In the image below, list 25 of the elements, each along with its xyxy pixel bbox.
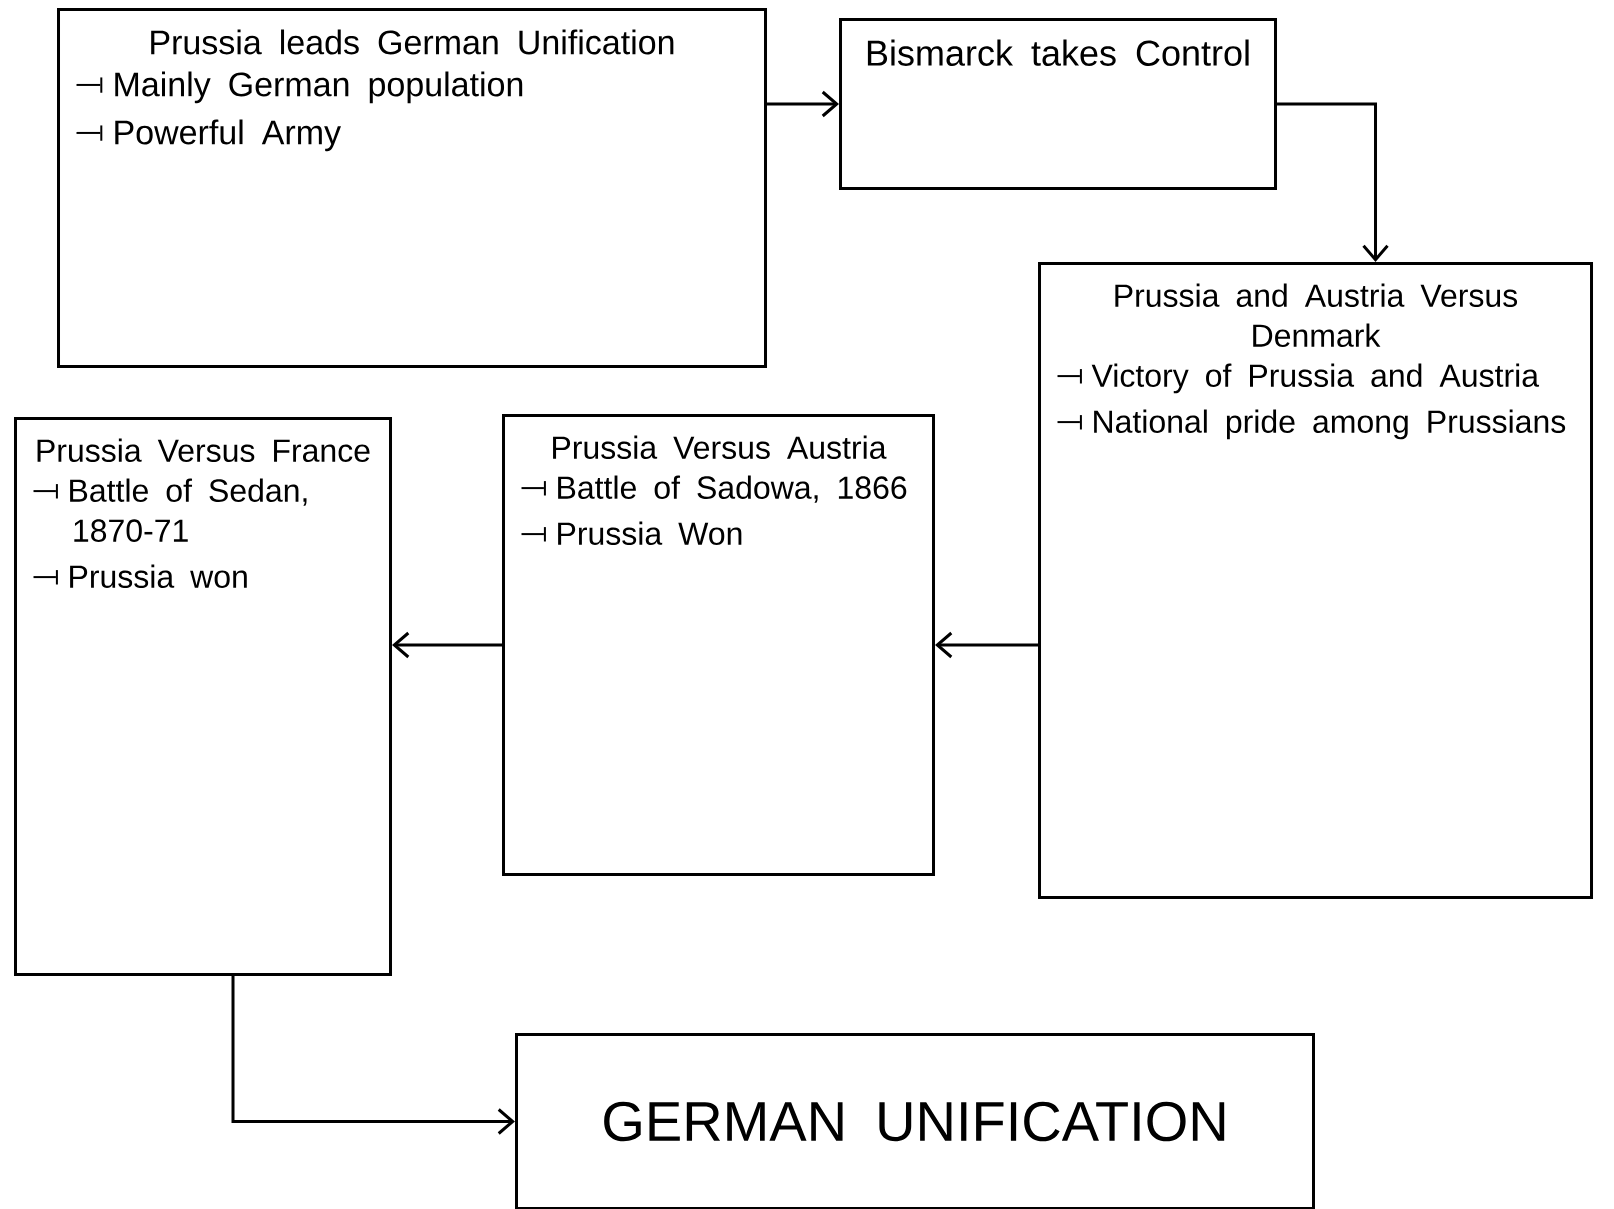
heading: Bismarck takes Control <box>867 39 1249 66</box>
arrow <box>767 90 839 118</box>
bullet-text: Battle of Sedan, 1870-71 <box>70 478 307 542</box>
arrow <box>231 976 515 1135</box>
process-box <box>502 414 935 876</box>
bullet-text: Mainly German population <box>115 71 523 104</box>
process-box <box>14 417 392 976</box>
bullet-text: Battle of Sadowa, 1866 <box>558 475 907 503</box>
heading: Prussia Versus France <box>37 438 370 462</box>
heading: Prussia leads German Unification <box>151 29 674 55</box>
bullet-text: Victory of Prussia and Austria <box>1091 363 1540 394</box>
process-box <box>839 18 1277 190</box>
arrow <box>392 631 502 659</box>
arrow <box>935 631 1038 659</box>
bullet-text: Prussia Won <box>558 521 742 545</box>
title-box <box>515 1033 1315 1209</box>
bullet-text: National pride among Prussians <box>1094 409 1566 440</box>
bullet-text: Powerful Army <box>115 119 341 152</box>
heading: GERMAN UNIFICATION <box>604 1101 1225 1142</box>
heading: Prussia Versus Austria <box>553 435 887 459</box>
arrow <box>1277 102 1389 262</box>
process-box <box>1038 262 1593 899</box>
process-box <box>57 8 767 368</box>
bullet-text: Prussia won <box>70 564 247 588</box>
heading: Prussia and Austria Versus Denmark <box>1115 283 1518 347</box>
